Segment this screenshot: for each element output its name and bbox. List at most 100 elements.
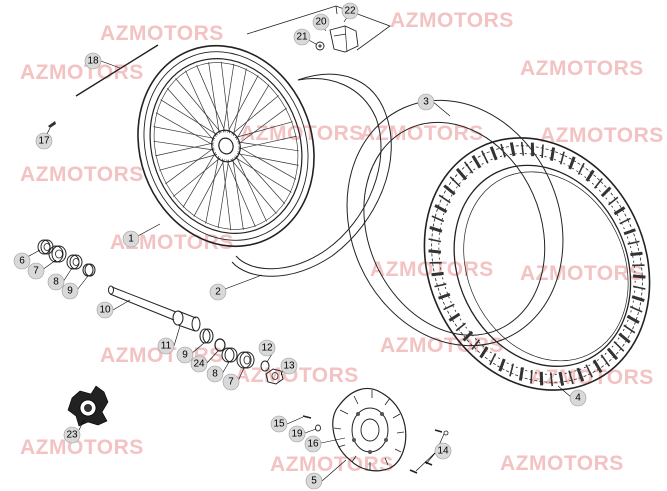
svg-text:10: 10 (99, 305, 111, 316)
spoke-line (166, 87, 215, 141)
part-8-seal-left (66, 254, 83, 270)
callout-5: 5 (305, 472, 323, 490)
tread-block (434, 283, 447, 288)
spoke-line (153, 140, 215, 151)
svg-text:13: 13 (283, 361, 295, 372)
watermark-text: AZMOTORS (270, 453, 394, 476)
tread-block (600, 186, 612, 198)
spoke-line (208, 62, 220, 134)
tread-block (500, 143, 506, 158)
tread-block (438, 292, 451, 300)
spoke-line (234, 121, 293, 138)
tyre-treads (428, 141, 646, 387)
callout-24: 24 (190, 355, 208, 373)
callout-19: 19 (288, 425, 306, 443)
svg-text:2: 2 (215, 287, 221, 298)
callout-10: 10 (96, 301, 114, 319)
watermark-text: AZMOTORS (235, 364, 359, 387)
watermark-text: AZMOTORS (100, 22, 224, 45)
spoke-line (175, 78, 222, 134)
tread-block (626, 314, 640, 324)
part-14-bolts (409, 429, 449, 474)
svg-text:4: 4 (575, 393, 581, 404)
spoke-line (236, 153, 299, 166)
spoke-line (237, 107, 287, 145)
tread-block (429, 225, 443, 233)
spoke-line (227, 75, 259, 133)
spoke-line (222, 63, 235, 133)
part-7-bearing-right (236, 351, 255, 369)
tread-block (479, 346, 489, 359)
tread-block (471, 154, 482, 169)
tread-block (576, 367, 585, 382)
tread-block (455, 322, 466, 332)
spoke-line (155, 112, 214, 146)
tread-block (541, 144, 544, 158)
spoke-line (173, 157, 221, 197)
watermark-text: AZMOTORS (20, 436, 144, 459)
watermark-text: AZMOTORS (530, 366, 654, 389)
spoke-line (205, 156, 219, 224)
spoke-line (238, 146, 297, 180)
part-19-washer (315, 424, 321, 432)
svg-text:11: 11 (161, 341, 172, 352)
watermark-text: AZMOTORS (500, 452, 624, 475)
tread-block (428, 238, 442, 243)
part-9-spacer-left (82, 263, 96, 277)
svg-text:23: 23 (66, 430, 78, 441)
part-2-rim-band (231, 73, 392, 277)
spoke-line (233, 68, 247, 136)
part-23-sprocket-hub (67, 385, 109, 427)
tread-block (600, 354, 611, 367)
spoke-line (238, 135, 297, 150)
tread-block (568, 156, 576, 170)
svg-text:12: 12 (261, 343, 273, 354)
spoke-line (235, 84, 270, 140)
tread-block (619, 217, 631, 225)
callout-1: 1 (122, 230, 140, 248)
spoke-line (234, 156, 292, 193)
callout-8: 8 (206, 365, 224, 383)
spoke-line (222, 158, 232, 231)
tread-block (509, 142, 516, 157)
callout-12: 12 (258, 339, 276, 357)
svg-text:3: 3 (423, 97, 429, 108)
tread-block (530, 370, 533, 384)
svg-text:24: 24 (193, 359, 205, 370)
wheel-spokes (153, 61, 299, 231)
spoke-line (193, 159, 225, 217)
callout-9: 9 (61, 282, 79, 300)
part-15-bolt (302, 415, 312, 419)
tread-block (455, 167, 468, 181)
tread-block (608, 196, 619, 206)
watermark-text: AZMOTORS (110, 231, 234, 254)
part-4-tyre (423, 137, 651, 391)
callout-9: 9 (176, 346, 194, 364)
callout-14: 14 (434, 442, 452, 460)
part-20-clip (329, 25, 359, 53)
callout-4: 4 (569, 389, 587, 407)
spoke-line (226, 159, 256, 227)
svg-text:18: 18 (87, 56, 99, 67)
tread-block (592, 359, 603, 374)
tread-block (585, 169, 595, 182)
tread-block (530, 142, 535, 157)
part-8-seal-right (221, 347, 238, 363)
tread-block (630, 251, 643, 257)
tread-block (434, 204, 448, 214)
svg-text:9: 9 (67, 286, 73, 297)
spoke-line (182, 152, 217, 208)
tread-block (549, 372, 554, 387)
tread-block (627, 240, 640, 245)
tread-block (431, 215, 445, 223)
tread-block (593, 178, 603, 189)
svg-text:21: 21 (296, 32, 308, 43)
spoke-line (159, 154, 218, 171)
watermark-text: AZMOTORS (540, 124, 664, 147)
svg-text:14: 14 (437, 446, 449, 457)
tread-block (462, 330, 474, 342)
part-22-bracket-box (246, 5, 391, 51)
tread-block (429, 261, 442, 264)
callout-23: 23 (63, 426, 81, 444)
